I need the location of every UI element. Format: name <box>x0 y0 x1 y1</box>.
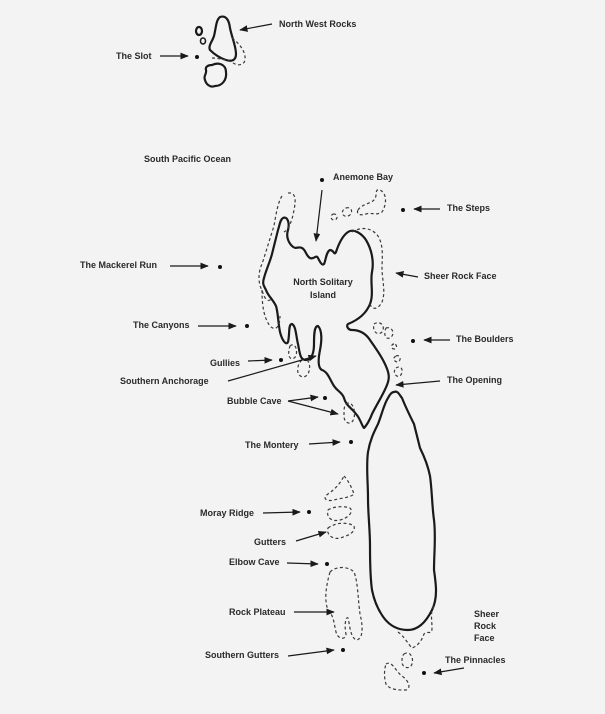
label-the-montery: The Montery <box>245 440 299 450</box>
label-north-solitary-island: North Solitary Island <box>288 277 358 301</box>
sheer-line2: Rock <box>474 621 497 631</box>
label-elbow-cave: Elbow Cave <box>229 557 280 567</box>
sheer-line3: Face <box>474 633 495 643</box>
island-name-line1: North Solitary <box>293 277 353 287</box>
label-arrows <box>160 23 465 676</box>
label-the-pinnacles: The Pinnacles <box>445 655 506 665</box>
label-bubble-cave: Bubble Cave <box>227 396 282 406</box>
label-mackerel-run: The Mackerel Run <box>80 260 158 270</box>
label-the-canyons: The Canyons <box>133 320 190 330</box>
label-rock-plateau: Rock Plateau <box>229 607 286 617</box>
label-the-opening: The Opening <box>447 375 502 385</box>
label-the-steps: The Steps <box>447 203 491 213</box>
label-north-west-rocks: North West Rocks <box>279 19 357 29</box>
label-southern-gutters: Southern Gutters <box>205 650 280 660</box>
label-gullies: Gullies <box>210 358 241 368</box>
label-south-pacific-ocean: South Pacific Ocean <box>144 154 232 164</box>
label-sheer-rock-face-north: Sheer Rock Face <box>424 271 497 281</box>
north-west-rocks-shapes <box>194 15 246 88</box>
sheer-line1: Sheer <box>474 609 500 619</box>
label-sheer-rock-face-south: Sheer Rock Face <box>474 608 499 644</box>
dive-site-markers <box>195 55 426 675</box>
label-southern-anchorage: Southern Anchorage <box>120 376 209 386</box>
label-the-slot: The Slot <box>116 51 152 61</box>
label-anemone-bay: Anemone Bay <box>333 172 394 182</box>
label-gutters: Gutters <box>254 537 287 547</box>
label-the-boulders: The Boulders <box>456 334 514 344</box>
north-solitary-island-shapes <box>262 216 438 632</box>
label-moray-ridge: Moray Ridge <box>200 508 255 518</box>
reef-outlines <box>258 189 435 691</box>
island-name-line2: Island <box>309 290 336 300</box>
